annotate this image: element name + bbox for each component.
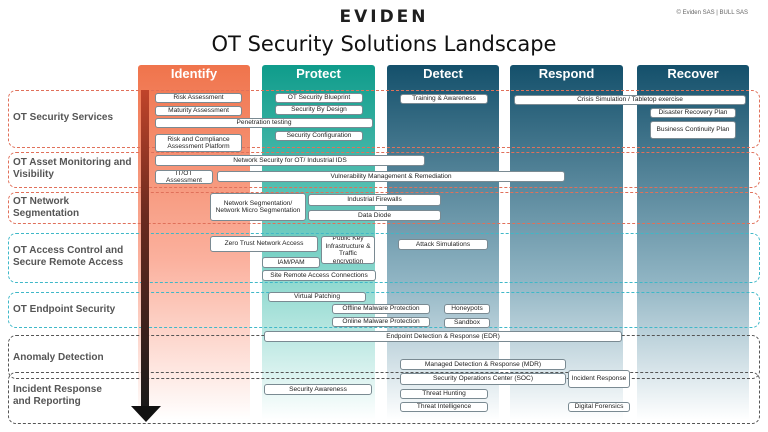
box-crisis-simulation: Crisis Simulation / Tabletop exercise [514,95,746,105]
box-edr: Endpoint Detection & Response (EDR) [264,331,622,342]
box-offline-malware: Offline Malware Protection [332,304,430,314]
arrow-down-icon [131,406,161,422]
box-training-awareness: Training & Awareness [400,94,488,104]
box-pki-encryption: Public Key Infrastructure & Traffic encr… [321,236,375,264]
column-header-protect: Protect [296,66,341,81]
column-header-identify: Identify [170,66,218,81]
box-disaster-recovery: Disaster Recovery Plan [650,108,736,118]
timeline-arrow-shaft [141,90,149,408]
box-sandbox: Sandbox [444,318,490,328]
box-network-security-ids: Network Security for OT/ Industrial IDS [155,155,425,166]
box-online-malware: Online Malware Protection [332,317,430,327]
box-site-remote-access: Site Remote Access Connections [262,270,376,281]
box-security-by-design: Security By Design [275,105,363,115]
row-frame-security-services [8,90,760,148]
box-security-blueprint: OT Security Blueprint [275,93,363,103]
box-honeypots: Honeypots [444,304,490,314]
row-label-network-segmentation: OT Network Segmentation [13,196,80,219]
eviden-logo: EVIDEN [339,7,429,27]
copyright-text: © Eviden SAS | BULL SAS [676,10,748,16]
row-frame-access-control [8,233,760,283]
box-iam-pam: IAM/PAM [262,257,320,268]
box-security-awareness: Security Awareness [264,384,372,395]
box-risk-compliance-platform: Risk and Compliance Assessment Platform [155,134,242,152]
column-header-recover: Recover [667,66,719,81]
box-mdr: Managed Detection & Response (MDR) [400,359,566,370]
box-data-diode: Data Diode [308,210,441,221]
page-title: OT Security Solutions Landscape [211,32,557,56]
row-frame-asset-monitoring [8,152,760,188]
box-maturity-assessment: Maturity Assessment [155,106,242,116]
row-label-incident-response: Incident Response and Reporting [13,384,102,407]
row-frame-network-segmentation [8,192,760,224]
row-frame-endpoint-security [8,292,760,328]
column-header-respond: Respond [538,66,595,81]
box-attack-simulations: Attack Simulations [398,239,488,250]
box-business-continuity: Business Continuity Plan [650,121,736,139]
box-digital-forensics: Digital Forensics [568,402,630,412]
box-soc: Security Operations Center (SOC) [400,373,566,385]
box-vulnerability-management: Vulnerability Management & Remediation [217,171,565,182]
row-label-access-control: OT Access Control and Secure Remote Acce… [13,245,124,268]
box-risk-assessment: Risk Assessment [155,93,242,103]
box-incident-response: Incident Response [568,370,630,388]
box-threat-intelligence: Threat Intelligence [400,402,488,412]
box-it-ot-assessment: IT/OT Assessment [155,170,213,184]
box-threat-hunting: Threat Hunting [400,389,488,399]
box-security-configuration: Security Configuration [275,131,363,141]
box-industrial-firewalls: Industrial Firewalls [308,194,441,206]
row-frame-incident-response [8,372,760,424]
box-virtual-patching: Virtual Patching [268,292,366,302]
column-header-detect: Detect [423,66,463,81]
row-label-anomaly-detection: Anomaly Detection [13,352,104,363]
box-network-segmentation: Network Segmentation/ Network Micro Segm… [210,193,306,221]
row-label-endpoint-security: OT Endpoint Security [13,304,116,315]
box-zero-trust: Zero Trust Network Access [210,236,318,252]
row-label-asset-monitoring: OT Asset Monitoring and Visibility [13,157,132,180]
row-label-security-services: OT Security Services [13,112,114,123]
box-penetration-testing: Penetration testing [155,118,373,128]
